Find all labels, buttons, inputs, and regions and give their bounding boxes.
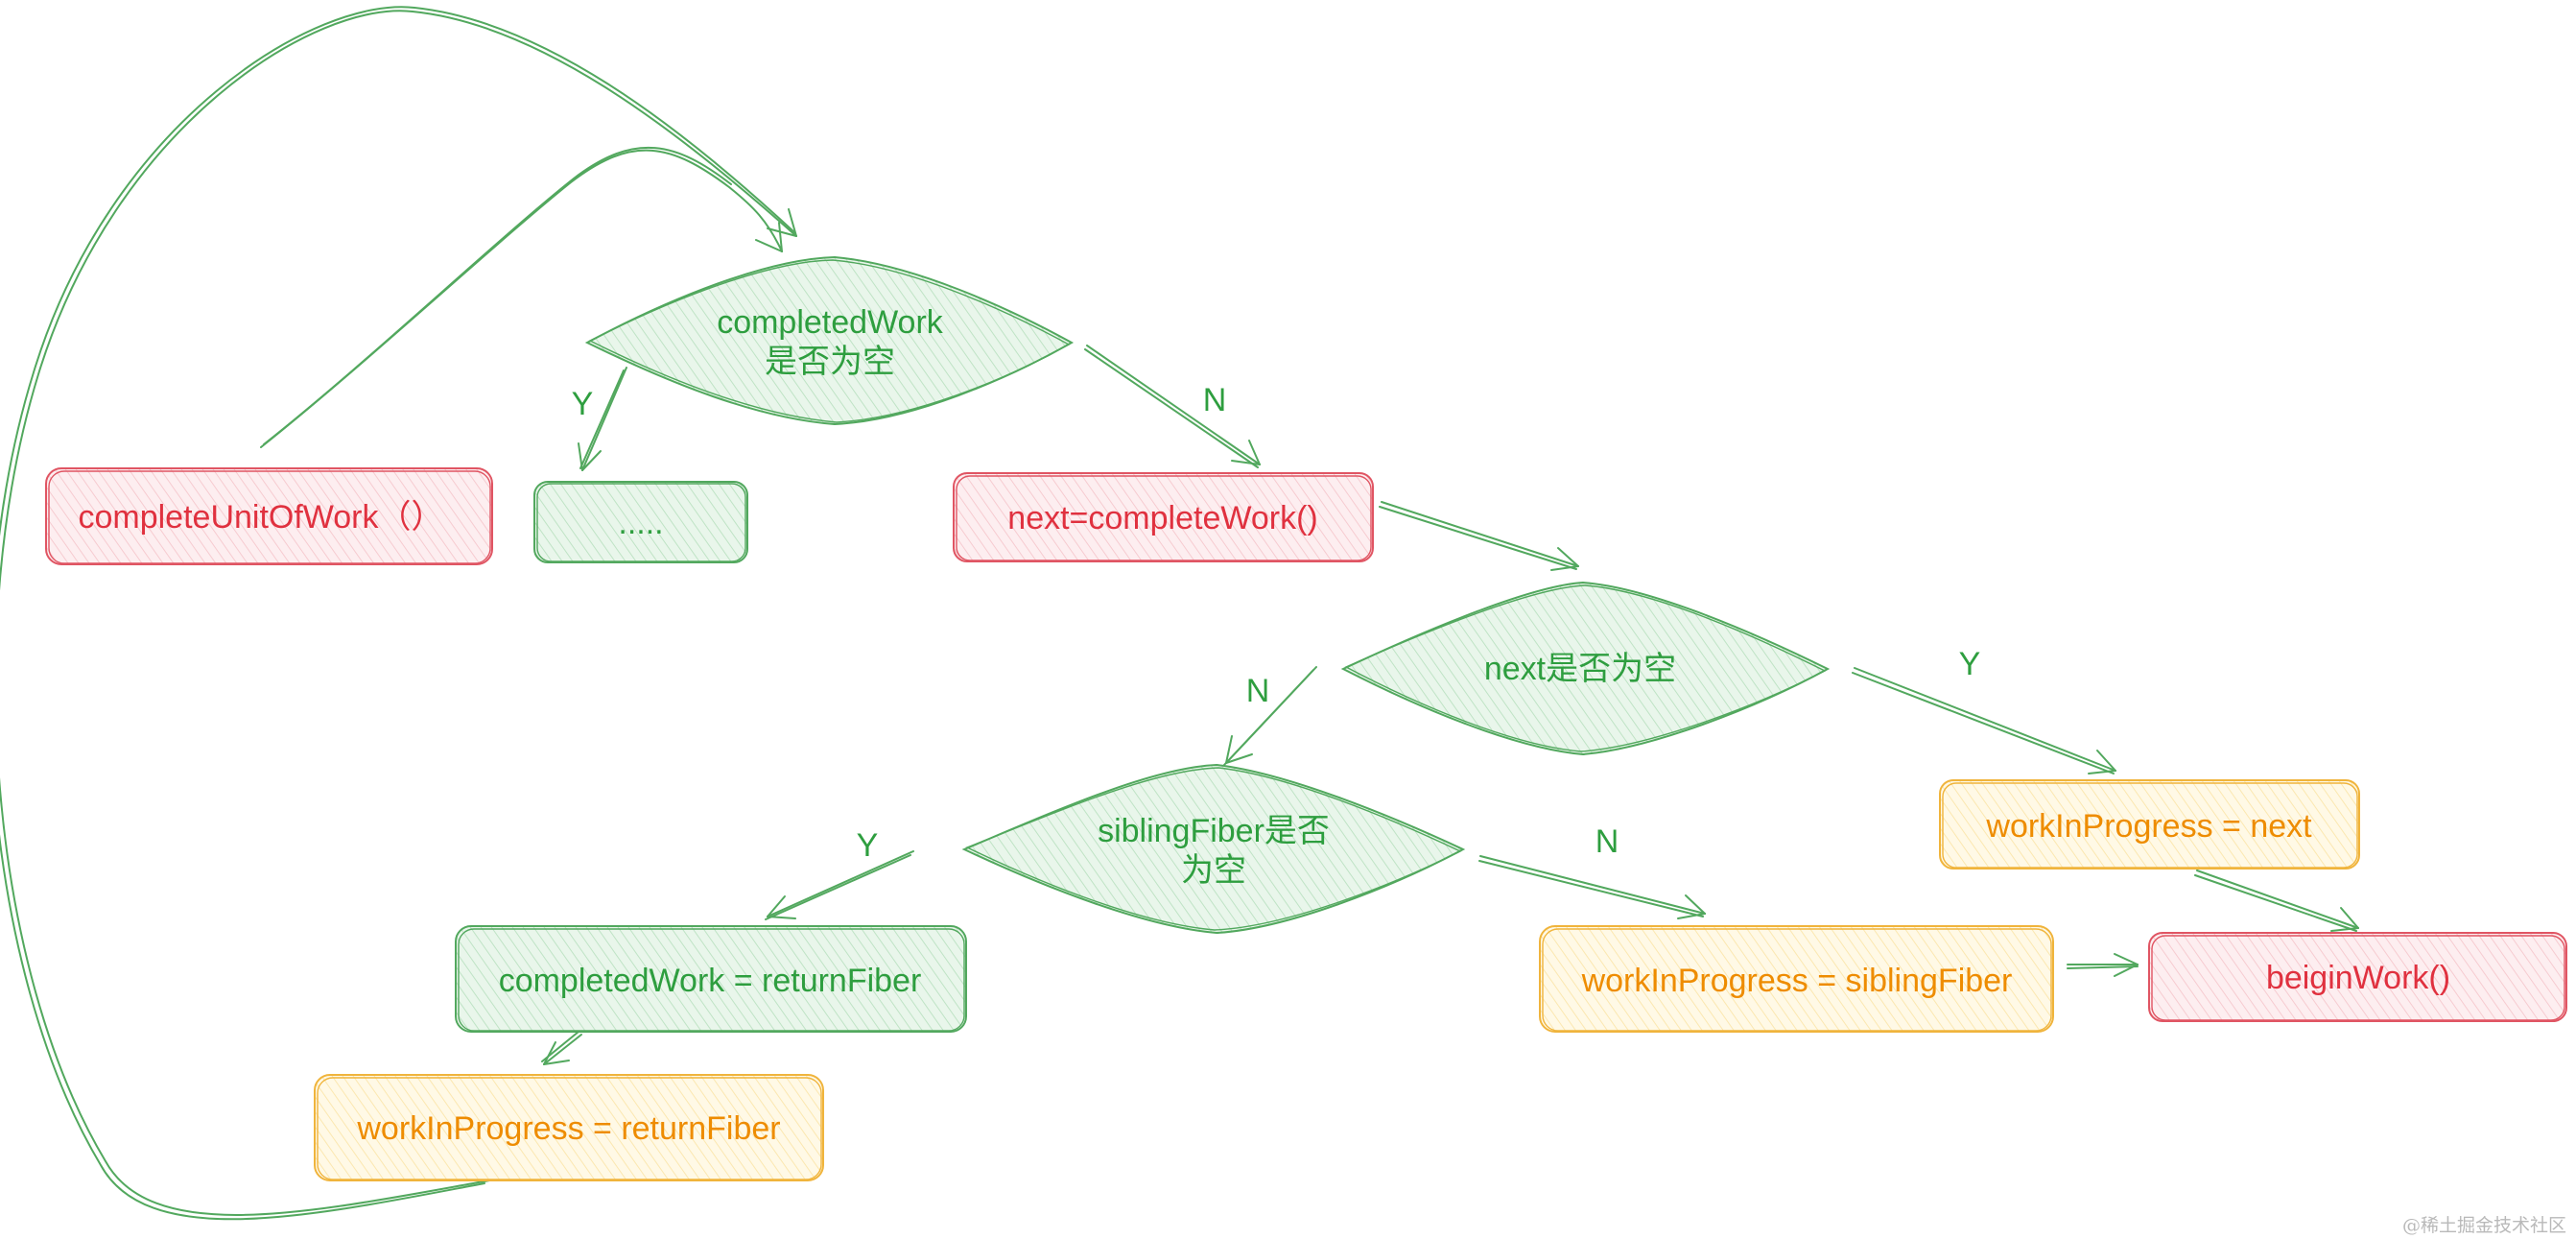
node-wip-next: workInProgress = next <box>1939 779 2360 870</box>
node-completed-work-empty-line2: 是否为空 <box>765 344 895 380</box>
node-completed-work-return: completedWork = returnFiber <box>455 925 967 1033</box>
edge-label-completed-no: N <box>1203 382 1227 418</box>
node-ellipsis-label: ..... <box>618 505 663 541</box>
arrow-next-no <box>1223 666 1317 766</box>
node-wip-sibling-label: workInProgress = siblingFiber <box>1581 963 2013 999</box>
node-ellipsis: ..... <box>533 481 748 563</box>
node-sibling-empty: siblingFiber是否 为空 <box>961 763 1466 935</box>
node-complete-unit-of-work: completeUnitOfWork（） <box>45 467 493 565</box>
arrow-to-next-empty <box>1379 501 1579 571</box>
node-sibling-empty-line1: siblingFiber是否 <box>1098 813 1330 849</box>
node-complete-unit-of-work-label: completeUnitOfWork（） <box>78 499 443 536</box>
node-next-empty-label: next是否为空 <box>1484 651 1676 687</box>
edge-label-sibling-no: N <box>1595 823 1619 860</box>
loop-arrow-return <box>0 6 797 1221</box>
arrow-completed-yes <box>578 367 627 471</box>
arrow-sibling-yes <box>765 850 914 920</box>
node-begin-work: beiginWork() <box>2148 932 2567 1022</box>
node-begin-work-label: beiginWork() <box>2266 960 2450 996</box>
arrow-wip-sibling-to-begin <box>2067 953 2139 977</box>
edge-label-completed-yes: Y <box>572 386 594 422</box>
arrow-wip-next-to-begin <box>2194 870 2359 932</box>
edge-label-next-yes: Y <box>1959 646 1981 682</box>
node-wip-return-label: workInProgress = returnFiber <box>356 1110 780 1147</box>
arrow-sibling-no <box>1478 855 1706 919</box>
watermark-text: @稀土掘金技术社区 <box>2402 1215 2566 1236</box>
node-next-complete-work-label: next=completeWork() <box>1007 500 1317 536</box>
node-sibling-empty-line2: 为空 <box>1181 852 1246 889</box>
node-next-empty: next是否为空 <box>1340 581 1831 756</box>
node-completed-work-return-label: completedWork = returnFiber <box>499 963 922 999</box>
arrow-start <box>260 146 783 448</box>
arrow-completed-no <box>1084 345 1261 468</box>
node-completed-work-empty: completedWork 是否为空 <box>584 255 1075 426</box>
node-wip-return: workInProgress = returnFiber <box>314 1074 824 1181</box>
connectors <box>0 6 2359 1221</box>
arrow-completed-return-to-wip-return <box>541 1031 582 1065</box>
node-next-complete-work: next=completeWork() <box>953 472 1374 562</box>
arrow-next-yes <box>1852 667 2116 774</box>
edge-label-next-no: N <box>1246 673 1270 709</box>
node-completed-work-empty-line1: completedWork <box>717 304 944 341</box>
edge-label-sibling-yes: Y <box>857 827 879 864</box>
node-wip-next-label: workInProgress = next <box>1985 808 2312 845</box>
node-wip-sibling: workInProgress = siblingFiber <box>1539 925 2054 1033</box>
